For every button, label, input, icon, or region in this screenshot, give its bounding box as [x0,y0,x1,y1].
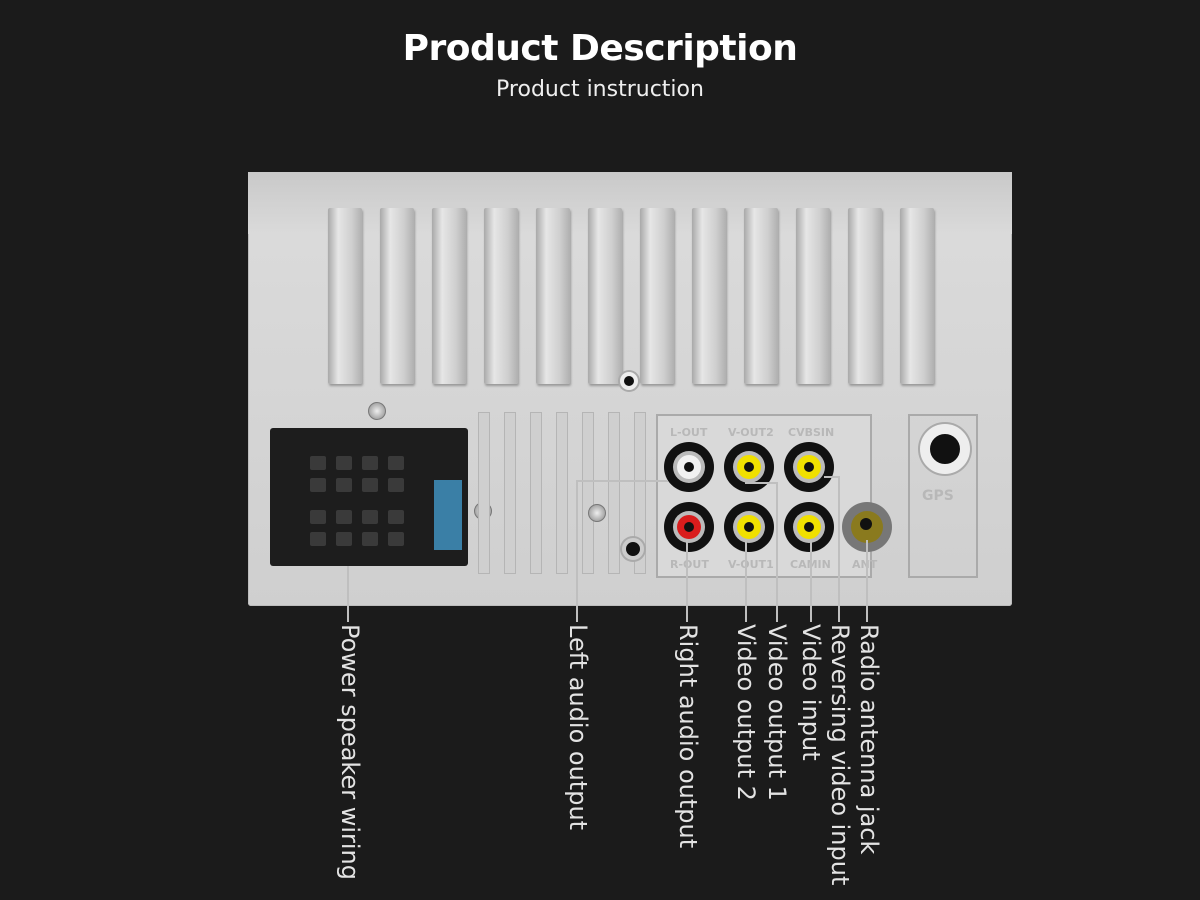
fuse [434,480,462,550]
heatsink-fin [432,208,466,384]
marking-ant: ANT [852,558,878,571]
leader-line [776,482,778,622]
heatsink-fin [380,208,414,384]
car-stereo-rear-panel: L-OUT V-OUT2 CVBSIN R-OUT V-OUT1 CAMIN A… [248,172,1012,606]
leader-line [686,540,688,622]
leader-line [347,566,349,622]
heatsink-fin [848,208,882,384]
screw-icon [588,504,606,522]
callout-video-input: Video input [797,624,825,761]
page-title: Product Description [402,28,798,69]
page-subtitle: Product instruction [496,77,704,102]
leader-line [576,480,578,622]
heatsink-fin [328,208,362,384]
leader-line [866,540,868,622]
screw-icon [368,402,386,420]
callout-left-audio-output: Left audio output [564,624,592,831]
heatsink-fin [796,208,830,384]
gps-jack [920,424,970,474]
leader-line [576,480,668,482]
heatsink-fin [640,208,674,384]
leader-line [745,482,777,484]
gps-panel: GPS [908,414,978,578]
video-out-2-jack [724,502,774,552]
leader-line [824,476,839,478]
callout-video-output-1: Video output 1 [763,624,791,801]
heatsink-fin [536,208,570,384]
marking-r-out: R-OUT [670,558,709,571]
leader-line [810,540,812,622]
marking-l-out: L-OUT [670,426,708,439]
heatsink-top [248,172,1012,234]
heatsink-fin [900,208,934,384]
av-panel: L-OUT V-OUT2 CVBSIN R-OUT V-OUT1 CAMIN A… [656,414,892,578]
callout-power-speaker-wiring: Power speaker wiring [336,624,364,880]
callout-right-audio-output: Right audio output [674,624,702,849]
callout-reversing-video-input: Reversing video input [826,624,854,886]
marking-v-out2: V-OUT2 [728,426,774,439]
marking-cvbs-in: CVBSIN [788,426,835,439]
leader-line [838,476,840,622]
marking-v-out1: V-OUT1 [728,558,774,571]
mic-jack [622,538,644,560]
heatsink-fin [588,208,622,384]
cvbs-in-jack [784,442,834,492]
antenna-jack [842,502,892,552]
right-audio-jack [664,502,714,552]
mount-hole [620,372,638,390]
heatsink-fin [692,208,726,384]
heatsink-fin [744,208,778,384]
callout-video-output-2: Video output 2 [732,624,760,801]
video-out-1-jack [724,442,774,492]
marking-gps: GPS [922,488,954,504]
camera-in-jack [784,502,834,552]
heatsink-fin [484,208,518,384]
left-audio-jack [664,442,714,492]
callout-radio-antenna-jack: Radio antenna jack [855,624,883,855]
leader-line [745,540,747,622]
